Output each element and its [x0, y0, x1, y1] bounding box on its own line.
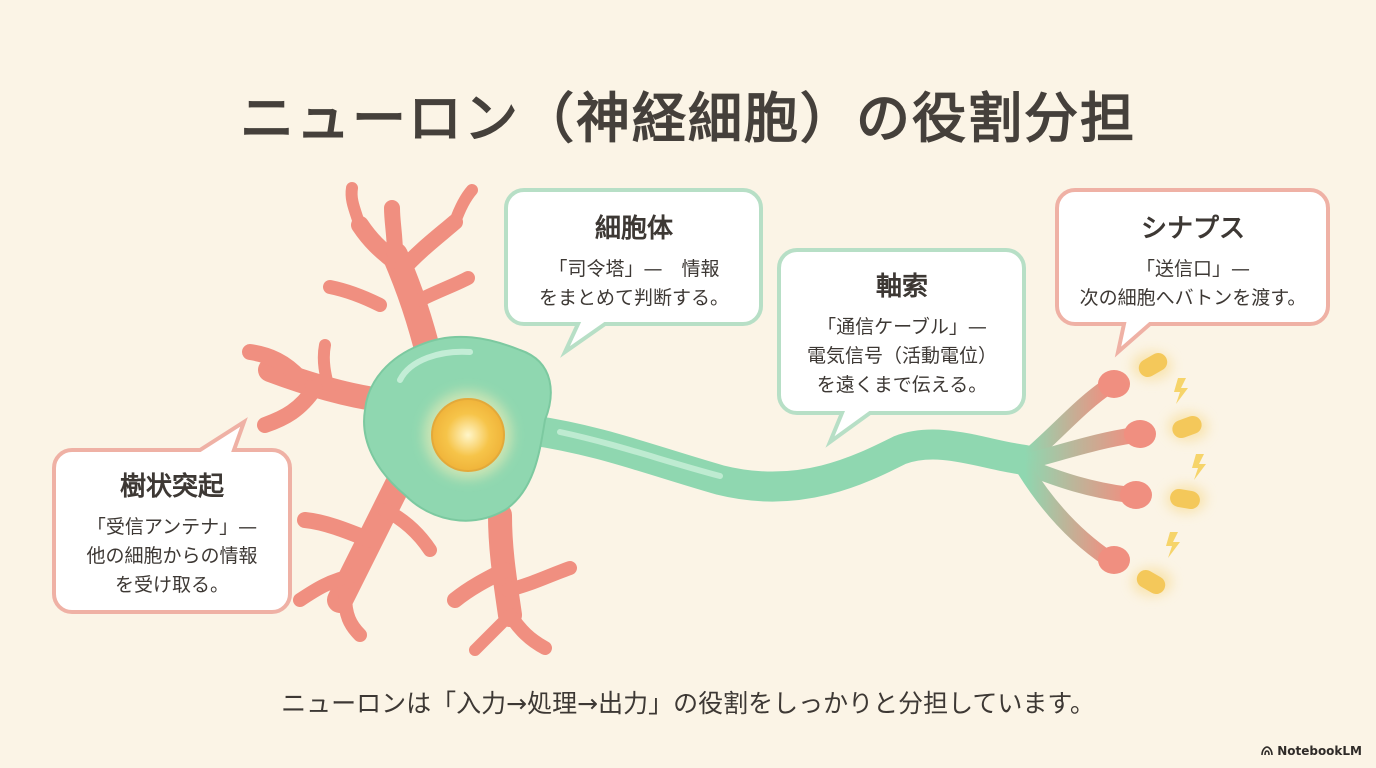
- callout-axon-line1: 「通信ケーブル」—: [817, 316, 987, 338]
- callout-soma: [504, 188, 763, 358]
- callout-soma-line2: をまとめて判断する。: [538, 287, 729, 309]
- callout-dendrite-line2: 他の細胞からの情報: [86, 545, 258, 567]
- callout-axon-heading: 軸索: [875, 272, 928, 302]
- brand-label: NotebookLM: [1277, 744, 1362, 758]
- callout-axon-line2: 電気信号（活動電位）: [806, 345, 997, 367]
- brand-mark: NotebookLM: [1261, 744, 1362, 758]
- callout-soma-text: 細胞体 「司令塔」— 情報 をまとめて判断する。: [506, 208, 762, 313]
- callout-synapse: [1055, 188, 1330, 358]
- vesicles: [1132, 352, 1208, 596]
- callout-dendrite: [52, 417, 292, 614]
- axon: [515, 415, 1040, 502]
- callout-dendrite-line1: 「受信アンテナ」—: [86, 516, 258, 538]
- callout-synapse-line2: 次の細胞へバトンを渡す。: [1079, 287, 1307, 309]
- page-title: ニューロン（神経細胞）の役割分担: [240, 87, 1136, 150]
- callout-synapse-heading: シナプス: [1140, 214, 1245, 244]
- axon-terminals: [1017, 377, 1143, 568]
- callout-axon: [777, 248, 1026, 448]
- callout-soma-line1: 「司令塔」— 情報: [548, 258, 720, 280]
- callout-soma-heading: 細胞体: [594, 214, 673, 244]
- footer-summary: ニューロンは「入力→処理→出力」の役割をしっかりと分担しています。: [281, 689, 1095, 718]
- callout-dendrite-text: 樹状突起 「受信アンテナ」— 他の細胞からの情報 を受け取る。: [54, 466, 290, 600]
- synapse-knobs: [1098, 370, 1156, 574]
- callout-dendrite-line3: を受け取る。: [114, 574, 229, 596]
- notebooklm-logo-icon: [1261, 746, 1273, 756]
- callout-axon-text: 軸索 「通信ケーブル」— 電気信号（活動電位） を遠くまで伝える。: [779, 266, 1025, 400]
- callout-synapse-text: シナプス 「送信口」— 次の細胞へバトンを渡す。: [1057, 208, 1329, 313]
- callout-dendrite-heading: 樹状突起: [119, 472, 224, 502]
- callout-axon-line3: を遠くまで伝える。: [816, 374, 988, 396]
- callout-synapse-line1: 「送信口」—: [1135, 258, 1250, 280]
